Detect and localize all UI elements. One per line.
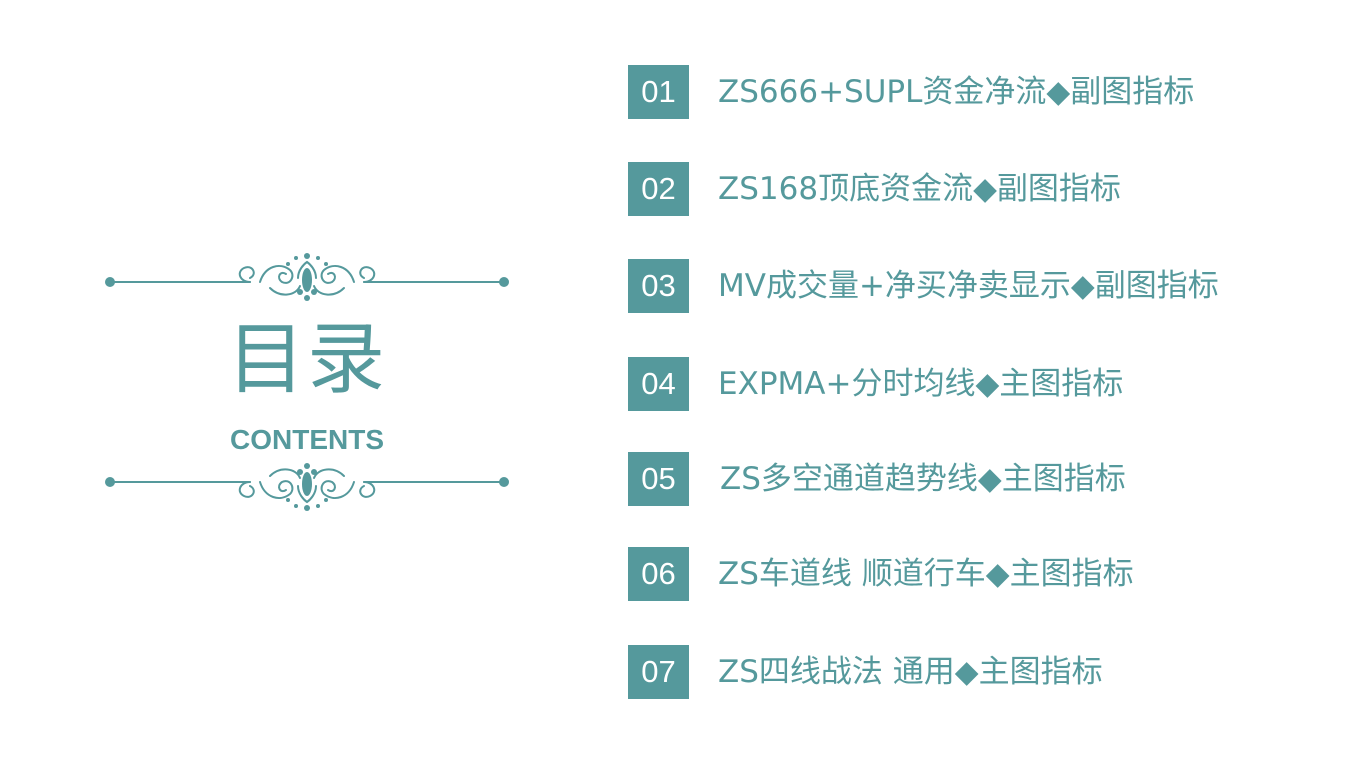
toc-number: 03 bbox=[628, 259, 689, 313]
toc-item-03[interactable]: 03 MV成交量+净买净卖显示◆副图指标 bbox=[628, 259, 1328, 313]
toc-number: 02 bbox=[628, 162, 689, 216]
toc-label: ZS666+SUPL资金净流◆副图指标 bbox=[718, 74, 1195, 110]
toc-number: 01 bbox=[628, 65, 689, 119]
toc-label: MV成交量+净买净卖显示◆副图指标 bbox=[718, 268, 1219, 304]
toc-label: ZS168顶底资金流◆副图指标 bbox=[718, 171, 1121, 207]
toc-label: ZS多空通道趋势线◆主图指标 bbox=[720, 461, 1126, 497]
page-subtitle: CONTENTS bbox=[230, 424, 384, 455]
toc-item-02[interactable]: 02 ZS168顶底资金流◆副图指标 bbox=[628, 162, 1328, 216]
toc-item-06[interactable]: 06 ZS车道线 顺道行车◆主图指标 bbox=[628, 547, 1328, 601]
bottom-ornament bbox=[100, 452, 514, 512]
top-ornament bbox=[100, 248, 514, 308]
toc-item-01[interactable]: 01 ZS666+SUPL资金净流◆副图指标 bbox=[628, 65, 1328, 119]
toc-number: 04 bbox=[628, 357, 689, 411]
toc-item-07[interactable]: 07 ZS四线战法 通用◆主图指标 bbox=[628, 645, 1328, 699]
toc-number: 05 bbox=[628, 452, 689, 506]
toc-item-04[interactable]: 04 EXPMA+分时均线◆主图指标 bbox=[628, 357, 1328, 411]
toc-number: 07 bbox=[628, 645, 689, 699]
toc-label: ZS四线战法 通用◆主图指标 bbox=[718, 654, 1103, 690]
page-title: 目录 bbox=[226, 315, 387, 405]
toc-label: EXPMA+分时均线◆主图指标 bbox=[718, 366, 1124, 402]
toc-item-05[interactable]: 05 ZS多空通道趋势线◆主图指标 bbox=[628, 452, 1328, 506]
toc-number: 06 bbox=[628, 547, 689, 601]
toc-label: ZS车道线 顺道行车◆主图指标 bbox=[718, 556, 1134, 592]
flourish-ornament-icon bbox=[105, 463, 509, 511]
flourish-ornament-icon bbox=[105, 253, 509, 301]
